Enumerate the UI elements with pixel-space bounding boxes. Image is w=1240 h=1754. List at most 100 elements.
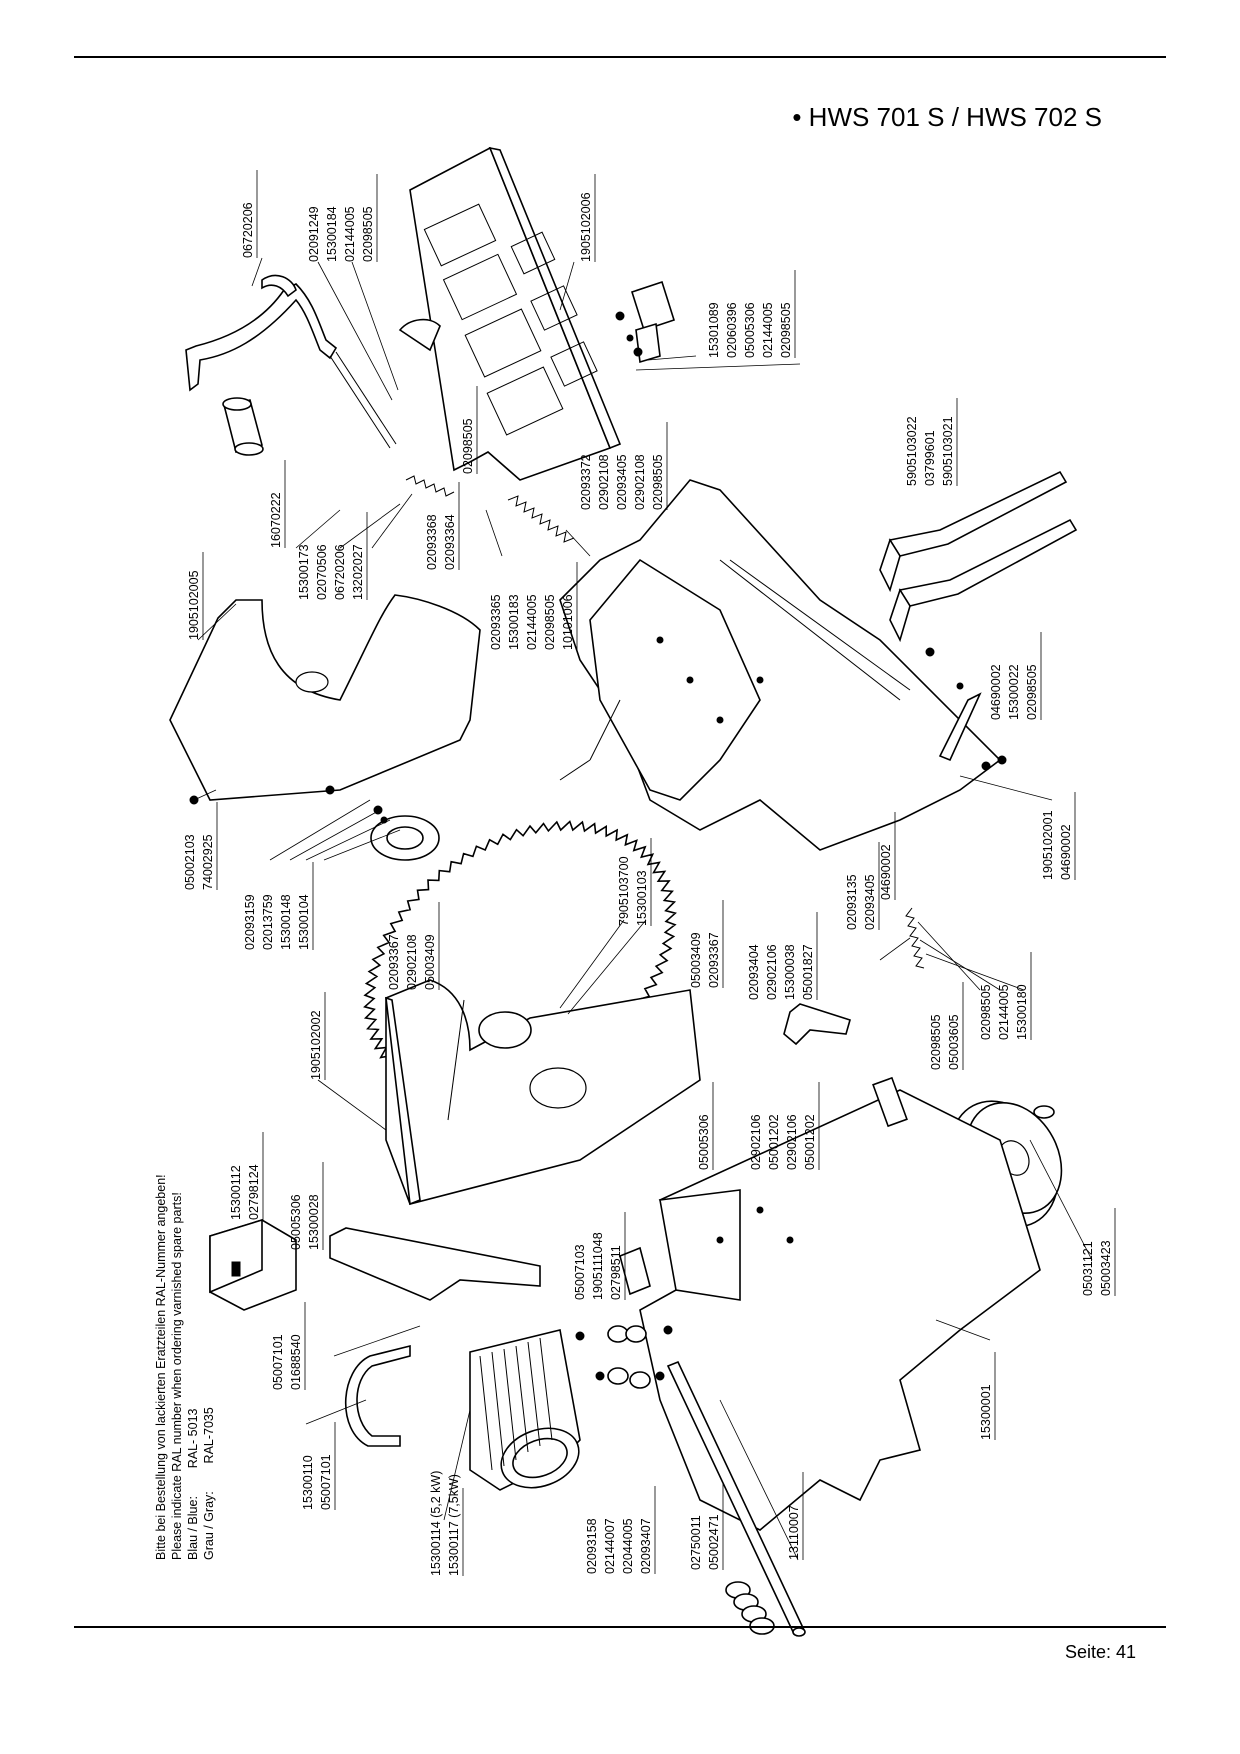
part-number: 15301089: [707, 302, 721, 358]
base-frame: [639, 1076, 1041, 1531]
part-number: 02013759: [261, 894, 275, 950]
part-number: 15300117 (7,5kW): [447, 1474, 461, 1576]
part-number: 15300173: [297, 544, 311, 600]
part-number: 16070222: [269, 492, 283, 548]
part-number: 02093372: [579, 454, 593, 510]
blade-guard: [169, 594, 481, 805]
part-number: 02902106: [785, 1114, 799, 1170]
blade-flange: [370, 805, 440, 861]
part-number: 02902108: [597, 454, 611, 510]
part-number: 02098505: [651, 454, 665, 510]
grip-roll: [725, 1581, 775, 1635]
u-clamp: [344, 1344, 411, 1447]
part-number: 15300001: [979, 1384, 993, 1440]
part-number: 02093404: [747, 944, 761, 1000]
part-number: 02098505: [979, 984, 993, 1040]
part-number: 02093135: [845, 874, 859, 930]
part-number: 05005306: [697, 1114, 711, 1170]
part-number: 02044005: [621, 1518, 635, 1574]
label-group-1905102006: 1905102006: [579, 174, 596, 262]
part-number: 15300103: [635, 870, 649, 926]
label-group-16070222: 16070222: [269, 460, 286, 548]
part-number: 02902108: [405, 934, 419, 990]
part-number: 02750011: [689, 1515, 703, 1570]
part-number: 15300114 (5,2 kW): [429, 1471, 443, 1576]
part-number: 5905103021: [941, 416, 955, 486]
part-number: 03799601: [923, 430, 937, 486]
part-number: 1905102006: [579, 192, 593, 262]
electric-motor: [469, 1329, 581, 1491]
part-number: 05031121: [1081, 1241, 1095, 1296]
part-number: 02098505: [1025, 664, 1039, 720]
bottom-rule: [74, 1626, 1166, 1628]
part-number: 06720206: [241, 202, 255, 258]
part-number: 15300022: [1007, 664, 1021, 720]
part-number: 02902106: [749, 1114, 763, 1170]
part-number: 1905102005: [187, 570, 201, 640]
machine-frame: [559, 479, 1002, 851]
part-number: 02093365: [489, 594, 503, 650]
top-rule: [74, 56, 1166, 58]
part-number: 02093367: [387, 934, 401, 990]
part-number: 1905111048: [591, 1232, 605, 1300]
part-number: 74002925: [201, 834, 215, 890]
support-rails: [879, 470, 1078, 643]
note-line-blue: Blau / Blue: RAL- 5013: [186, 1408, 200, 1560]
handle-spring: [405, 475, 455, 497]
part-number: 02144007: [603, 1518, 617, 1574]
note-line-en: Please indicate RAL number when ordering…: [170, 1192, 184, 1560]
part-number: 02902106: [765, 944, 779, 1000]
label-group-1905102005: 1905102005: [187, 552, 204, 640]
part-number: 02093158: [585, 1518, 599, 1574]
label-group-04690002-b: 04690002: [879, 812, 896, 900]
part-number: 15300183: [507, 594, 521, 650]
part-number: 15300038: [783, 944, 797, 1000]
part-number: 05007101: [319, 1454, 333, 1510]
part-number: 05003605: [947, 1014, 961, 1070]
part-number: 15300148: [279, 894, 293, 950]
part-number: 02144005: [761, 302, 775, 358]
part-number: 05001202: [803, 1114, 817, 1170]
part-number: 02902108: [633, 454, 647, 510]
ral-note: Bitte bei Bestellung von lackierten Erat…: [154, 1174, 216, 1560]
grid-table: [398, 146, 622, 481]
part-number: 04690002: [879, 844, 893, 900]
part-number: 1905102002: [309, 1010, 323, 1080]
part-number: 04690002: [989, 664, 1003, 720]
part-number: 02093407: [639, 1518, 653, 1574]
label-group-02093158: 02093158 02144007 02044005 02093407: [585, 1486, 656, 1574]
part-number: 1905102001: [1041, 810, 1055, 880]
part-number: 05003409: [423, 934, 437, 990]
saw-frame: [385, 979, 701, 1206]
part-number: 13202027: [351, 544, 365, 600]
small-plate: [619, 1246, 651, 1296]
part-number: 06720206: [333, 544, 347, 600]
part-number: 02098505: [543, 594, 557, 650]
part-number: 05002471: [707, 1514, 721, 1570]
label-group-02750011: 02750011 05002471: [689, 1482, 724, 1570]
part-number: 7905103700: [617, 856, 631, 926]
part-number: 02093159: [243, 894, 257, 950]
part-number: 15300180: [1015, 984, 1029, 1040]
part-number: 13110007: [787, 1505, 801, 1560]
handle-grip: [222, 397, 264, 456]
part-number: 02144005: [525, 594, 539, 650]
part-number: 02091249: [307, 206, 321, 262]
part-number: 04690002: [1059, 824, 1073, 880]
part-number: 15300112: [229, 1165, 243, 1220]
long-rod: [666, 1360, 806, 1637]
part-number: 05005306: [289, 1194, 303, 1250]
small-bracket: [615, 280, 675, 364]
part-number: 02098505: [779, 302, 793, 358]
